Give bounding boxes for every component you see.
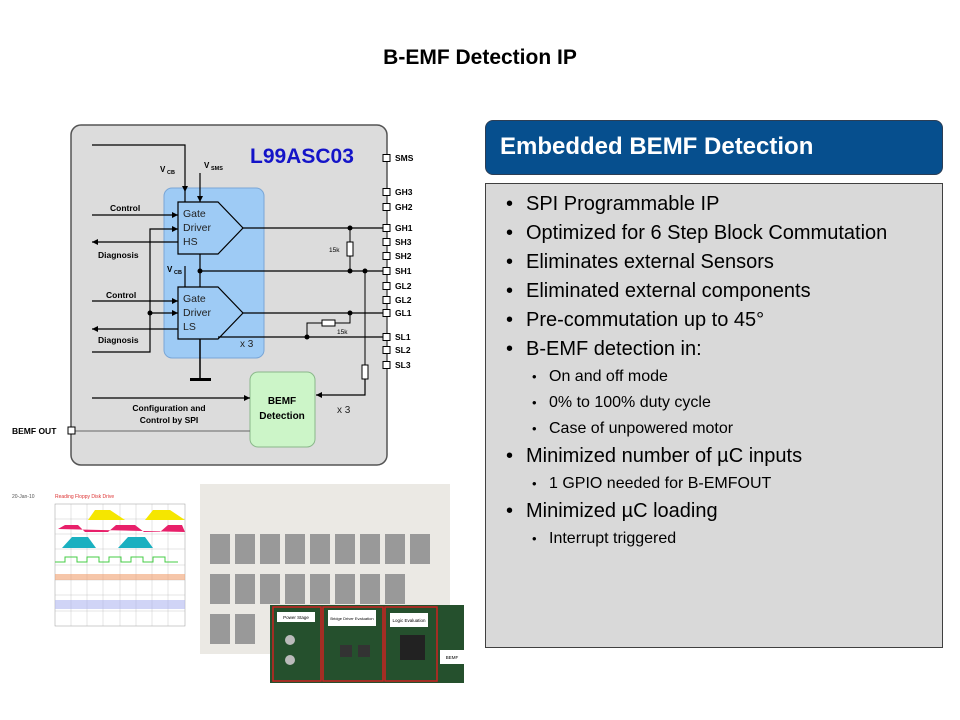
feature-list: SPI Programmable IPOptimized for 6 Step … (485, 183, 943, 648)
pin-label: SH1 (395, 266, 412, 276)
bullet-item: Eliminates external Sensors (486, 248, 942, 277)
pin-sl2 (382, 346, 391, 354)
svg-text:Gate: Gate (183, 293, 206, 305)
svg-text:V: V (204, 161, 210, 170)
svg-text:Control: Control (106, 290, 136, 300)
bullet-item: Minimized number of µC inputs (486, 442, 942, 471)
bullet-item: Eliminated external components (486, 277, 942, 306)
sub-bullet-item: Case of unpowered motor (486, 416, 942, 442)
pin-gh3 (382, 188, 391, 196)
pin-gl2 (382, 282, 391, 290)
svg-text:CB: CB (174, 270, 182, 276)
bemf-out-label: BEMF OUT (12, 426, 57, 436)
pin-sms (382, 154, 391, 162)
sub-bullet-item: 0% to 100% duty cycle (486, 390, 942, 416)
panel-header: Embedded BEMF Detection (485, 120, 943, 175)
sub-bullet-item: Interrupt triggered (486, 526, 942, 552)
svg-text:15k: 15k (329, 247, 340, 254)
svg-text:Logic Evaluation: Logic Evaluation (392, 618, 426, 623)
pin-label: SL1 (395, 332, 411, 342)
bullet-item: Pre-commutation up to 45° (486, 306, 942, 335)
svg-text:Bridge Driver Evaluation: Bridge Driver Evaluation (330, 616, 373, 621)
oscilloscope-screenshot: 20-Jan-10 Reading Floppy Disk Drive (10, 482, 200, 660)
pin-gh2 (382, 203, 391, 211)
pin-label: GH1 (395, 223, 413, 233)
gate-driver-ls (177, 286, 244, 340)
svg-text:SMS: SMS (211, 166, 223, 172)
bullet-item: Minimized µC loading (486, 497, 942, 526)
panel-header-text: Embedded BEMF Detection (500, 133, 814, 160)
pin-label: SH2 (395, 251, 412, 261)
svg-text:Diagnosis: Diagnosis (98, 250, 139, 260)
bemf-detection-block (249, 371, 316, 448)
svg-text:Gate: Gate (183, 208, 206, 220)
svg-text:Driver: Driver (183, 307, 212, 319)
svg-text:Control by SPI: Control by SPI (140, 415, 199, 425)
sub-bullet-item: 1 GPIO needed for B-EMFOUT (486, 471, 942, 497)
svg-text:Reading Floppy Disk Drive: Reading Floppy Disk Drive (55, 494, 114, 500)
block-diagram: L99ASC03 Gate Driver HS Gate Driver LS x… (12, 124, 414, 466)
svg-text:CB: CB (167, 170, 175, 176)
pin-sh1 (382, 267, 391, 275)
svg-text:x 3: x 3 (337, 405, 351, 416)
svg-text:Detection: Detection (259, 411, 305, 422)
pin-label: GL2 (395, 295, 412, 305)
svg-text:Driver: Driver (183, 222, 212, 234)
pin-gl2 (382, 296, 391, 304)
svg-text:BEMF: BEMF (268, 396, 296, 407)
svg-text:Power Stage: Power Stage (283, 615, 309, 620)
pin-label: GL2 (395, 281, 412, 291)
pin-label: GL1 (395, 308, 412, 318)
svg-text:V: V (167, 265, 173, 274)
pin-label: GH3 (395, 187, 413, 197)
pin-label: SL3 (395, 360, 411, 370)
slide-title: B-EMF Detection IP (383, 46, 577, 69)
svg-text:Diagnosis: Diagnosis (98, 335, 139, 345)
gate-driver-hs (177, 201, 244, 255)
pin-sl3 (382, 361, 391, 369)
svg-text:Configuration and: Configuration and (132, 403, 205, 413)
pin-sh3 (382, 238, 391, 246)
svg-text:x 3: x 3 (240, 339, 254, 350)
pin-label: GH2 (395, 202, 413, 212)
svg-text:LS: LS (183, 321, 196, 333)
bullet-item: Optimized for 6 Step Block Commutation (486, 219, 942, 248)
svg-text:Control: Control (110, 203, 140, 213)
chip-name: L99ASC03 (250, 145, 354, 168)
pin-sh2 (382, 252, 391, 260)
pin-gl1 (382, 309, 391, 317)
pin-label: SH3 (395, 237, 412, 247)
bullet-item: B-EMF detection in: (486, 335, 942, 364)
bullet-item: SPI Programmable IP (486, 190, 942, 219)
svg-text:HS: HS (183, 236, 198, 248)
svg-text:V: V (160, 165, 166, 174)
pin-label: SL2 (395, 345, 411, 355)
svg-text:BEMF: BEMF (446, 655, 459, 660)
sub-bullet-item: On and off mode (486, 364, 942, 390)
svg-text:20-Jan-10: 20-Jan-10 (12, 494, 35, 500)
pin-sl1 (382, 333, 391, 341)
svg-text:15k: 15k (337, 329, 348, 336)
pin-gh1 (382, 224, 391, 232)
pin-label: SMS (395, 153, 414, 163)
evaluation-board-photo: Power Stage Bridge Driver Evaluation Log… (270, 605, 464, 683)
